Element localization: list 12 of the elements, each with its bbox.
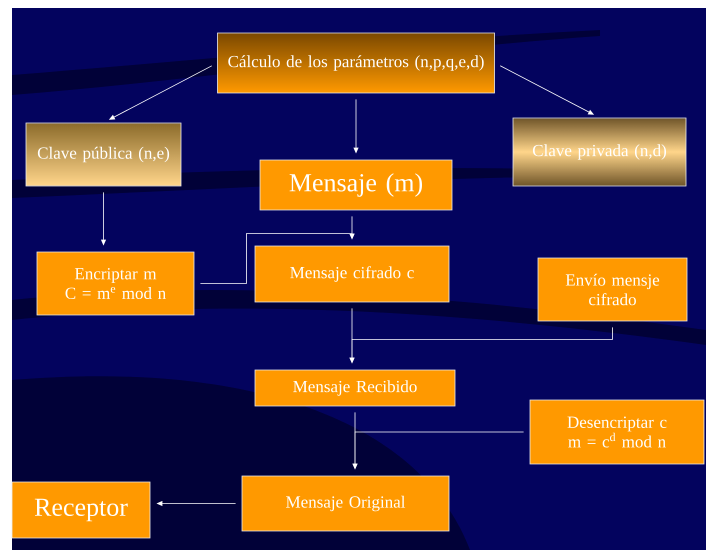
process-box: Desencriptar c m = c$^{d}$ mod n [530, 400, 704, 464]
process-box: Clave pública (n,e) [26, 122, 182, 186]
process-box: Clave privada (n,d) [512, 118, 686, 186]
process-box: Envío mensje cifrado [538, 258, 688, 322]
process-box: Cálculo de los parámetros (n,p,q,e,d) [217, 32, 495, 94]
process-box: Mensaje Recibido [254, 370, 456, 406]
process-box: Mensaje cifrado c [254, 246, 450, 302]
process-box: Mensaje Original [242, 476, 450, 532]
process-box: Encriptar m C = m$^{e}$ mod n [36, 252, 194, 316]
process-box: Receptor [12, 482, 150, 538]
arrow [200, 233, 355, 284]
process-box: Mensaje (m) [260, 160, 452, 210]
